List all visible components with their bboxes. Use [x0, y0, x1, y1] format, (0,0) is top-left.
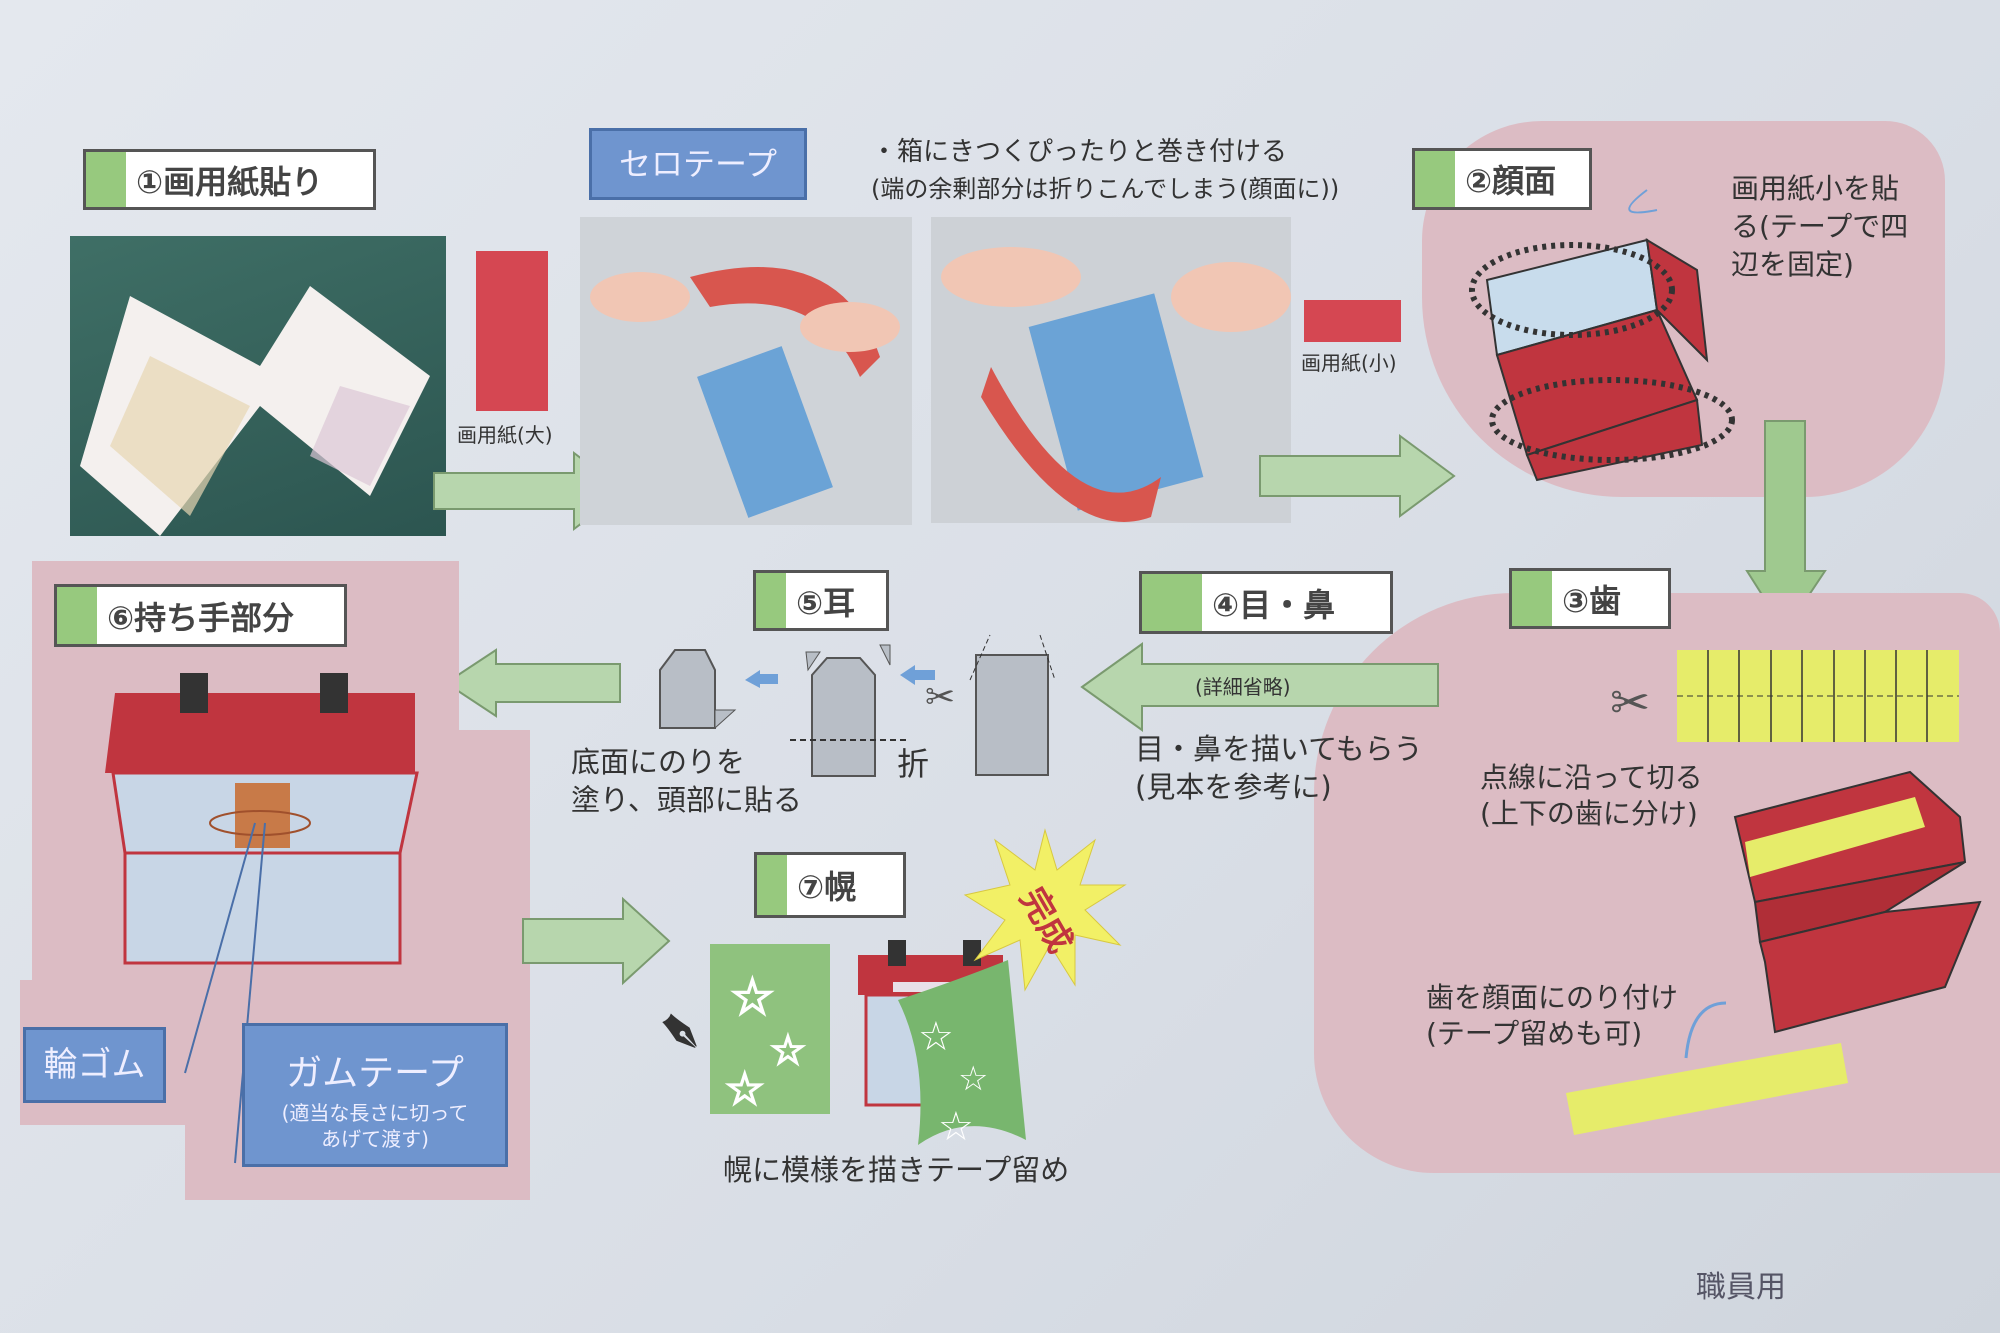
step-7-text: ⑦幌: [797, 868, 857, 906]
arrow-right-2: [1259, 434, 1456, 518]
step-2-text: ②顔面: [1465, 162, 1557, 200]
scissors-icon: ✂: [1610, 675, 1651, 731]
step-7-label: ⑦幌: [754, 852, 906, 918]
photo-wrapping-1: [580, 217, 912, 525]
eyes-note: 目・鼻を描いてもらう (見本を参考に): [1135, 732, 1423, 804]
cut-note: 点線に沿って切る (上下の歯に分け): [1480, 761, 1703, 831]
paper-small-swatch: [1304, 300, 1401, 342]
wrapping-illustration-2: [941, 247, 1291, 522]
wrapping-illustration-1: [590, 267, 900, 518]
finished-car-diagram: ☆☆☆: [858, 940, 1026, 1150]
step-1-label: ①画用紙貼り: [83, 149, 376, 210]
rubber-band-label: 輪ゴム: [23, 1027, 166, 1103]
scissors-small-icon: ✂: [925, 677, 956, 718]
svg-text:☆: ☆: [725, 1064, 764, 1115]
paper-large-swatch: [476, 251, 548, 411]
step-4-label: ④目・鼻: [1139, 571, 1393, 634]
step-1-text: ①画用紙貼り: [136, 162, 324, 201]
step-6-label: ⑥持ち手部分: [54, 584, 347, 647]
svg-text:☆: ☆: [770, 1028, 806, 1074]
teeth-note: 歯を顔面にのり付け (テープ留めも可): [1426, 981, 1679, 1051]
svg-text:☆: ☆: [958, 1059, 988, 1099]
teeth-strip: [1677, 650, 1959, 742]
house-car-diagram: [105, 673, 419, 1164]
step-6-text: ⑥持ち手部分: [107, 598, 295, 637]
wrap-instruction-2: (端の余剰部分は折りこんでしまう(顔面に)): [871, 175, 1340, 203]
step-4-text: ④目・鼻: [1212, 585, 1336, 624]
arrow-left-2: [444, 648, 621, 718]
teeth-diagram: [1733, 770, 1982, 1034]
arrow-left-detail: [1080, 642, 1439, 732]
teeth-strip-bottom: [1566, 1001, 1848, 1135]
staff-use-handwriting: 職員用: [1696, 1270, 1786, 1305]
photo-wrapping-2: [931, 217, 1291, 523]
step-3-label: ③歯: [1509, 568, 1671, 629]
ear-diagram: [659, 634, 1056, 777]
gum-tape-note: (適当な長さに切って あげて渡す): [281, 1101, 469, 1151]
fold-mark: 折: [897, 745, 930, 783]
gum-tape-box: ガムテープ (適当な長さに切って あげて渡す): [242, 1023, 508, 1167]
step-2-label: ②顔面: [1412, 148, 1592, 210]
complete-starburst: [963, 828, 1127, 992]
paper-small-label: 画用紙(小): [1301, 351, 1397, 375]
step-5-text: ⑤耳: [796, 583, 856, 622]
hood-note: 幌に模様を描きテープ留め: [723, 1153, 1070, 1187]
svg-text:☆: ☆: [730, 968, 775, 1026]
ear-note: 底面にのりを 塗り、頭部に貼る: [571, 745, 802, 817]
photo-box-wrapped: [70, 236, 446, 536]
box-illustration: [80, 286, 430, 536]
hood-card: ☆☆☆: [710, 944, 830, 1116]
svg-text:☆: ☆: [938, 1104, 974, 1150]
step-5-label: ⑤耳: [753, 570, 889, 631]
face-note: 画用紙小を貼 る(テープで四 辺を固定): [1731, 172, 1909, 281]
paper-large-label: 画用紙(大): [457, 423, 553, 447]
cello-tape-label: セロテープ: [589, 128, 807, 200]
face-diagram: [1469, 189, 1735, 482]
arrow-right-3: [522, 896, 671, 986]
svg-text:☆: ☆: [918, 1014, 954, 1060]
gum-tape-label: ガムテープ: [286, 1053, 464, 1094]
detail-omitted: (詳細省略): [1195, 675, 1291, 699]
step-3-text: ③歯: [1562, 581, 1622, 620]
wrap-instruction-1: ・箱にきつくぴったりと巻き付ける: [871, 137, 1288, 167]
